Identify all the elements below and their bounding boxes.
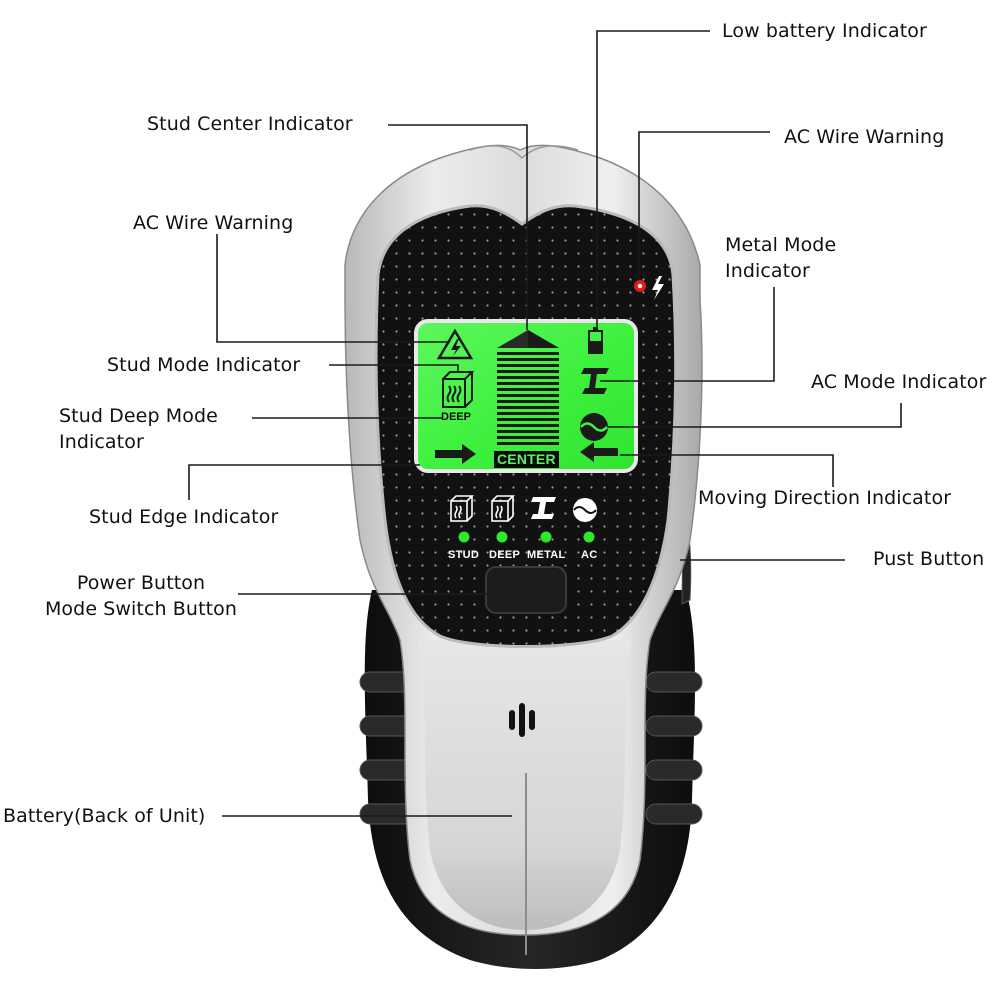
callout-ac-wire-warning-left: AC Wire Warning xyxy=(133,212,294,234)
mode-icons xyxy=(450,495,515,522)
deep-label: DEEP xyxy=(441,411,471,423)
callout-lines xyxy=(188,30,902,817)
led-deep xyxy=(496,531,508,543)
callout-stud-edge: Stud Edge Indicator xyxy=(89,506,279,528)
lcd-screen xyxy=(414,319,638,473)
ac-wave-circle-icon xyxy=(573,498,597,522)
callout-stud-deep-line1: Stud Deep Mode xyxy=(59,405,218,427)
mode-label-deep: DEEP xyxy=(489,549,521,561)
speaker-icon xyxy=(509,710,515,730)
center-bar-graph xyxy=(497,330,559,445)
callout-low-battery: Low battery Indicator xyxy=(722,20,927,42)
callout-stud-deep-line2: Indicator xyxy=(59,431,144,453)
mode-label-metal: METAL xyxy=(527,549,566,561)
i-beam-metal-icon xyxy=(581,368,609,394)
ac-warning-triangle-icon xyxy=(436,328,474,360)
led-metal xyxy=(540,531,552,543)
lightning-bolt-icon xyxy=(652,276,664,300)
center-label: CENTER xyxy=(494,451,559,468)
power-mode-button[interactable] xyxy=(485,566,567,614)
callout-moving-direction: Moving Direction Indicator xyxy=(698,487,952,509)
callout-metal-mode-line1: Metal Mode xyxy=(725,234,837,256)
arrow-right-icon xyxy=(435,444,476,464)
mode-label-ac: AC xyxy=(581,549,598,561)
led-ac xyxy=(583,531,595,543)
mode-leds xyxy=(458,531,595,543)
callout-power-line2: Mode Switch Button xyxy=(44,598,238,620)
arrow-left-icon xyxy=(580,442,618,462)
led-stud xyxy=(458,531,470,543)
i-beam-metal-icon xyxy=(531,497,556,519)
callout-battery: Battery(Back of Unit) xyxy=(3,805,206,827)
callout-power-line1: Power Button xyxy=(76,572,206,594)
callout-ac-wire-warning-right: AC Wire Warning xyxy=(784,126,945,148)
callout-stud-mode: Stud Mode Indicator xyxy=(107,354,301,376)
stud-box-icon xyxy=(450,495,474,522)
stud-box-icon xyxy=(491,495,515,522)
stud-box-icon xyxy=(442,371,475,408)
mode-label-stud: STUD xyxy=(448,549,480,561)
callout-stud-center: Stud Center Indicator xyxy=(147,113,353,135)
low-battery-icon xyxy=(588,327,603,354)
callout-ac-mode: AC Mode Indicator xyxy=(811,371,987,393)
callout-metal-mode-line2: Indicator xyxy=(725,260,810,282)
ac-wave-circle-icon xyxy=(580,413,608,441)
callout-push-button: Pust Button xyxy=(873,548,985,570)
